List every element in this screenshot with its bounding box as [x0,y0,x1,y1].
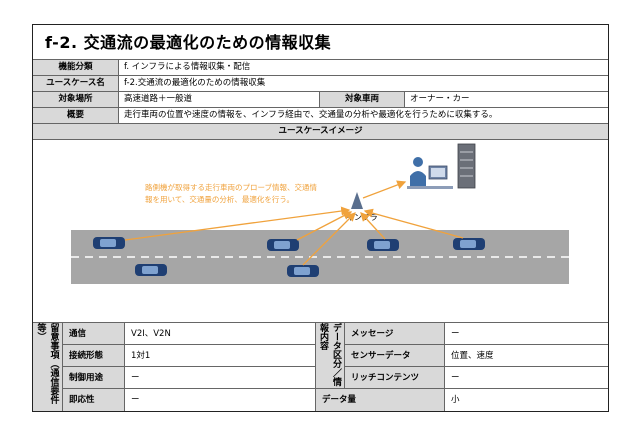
sensor-label: センサーデータ [345,345,445,367]
row-summary: 概要 走行車両の位置や速度の情報を、インフラ経由で、交通量の分析や最適化を行うた… [33,108,608,124]
rich-label: リッチコンテンツ [345,367,445,389]
conn-label: 接続形態 [63,345,125,367]
usecase-sheet: f-2. 交通流の最適化のための情報収集 機能分類 f. インフラによる情報収集… [32,24,609,412]
immediacy-value: ー [131,395,140,405]
server-icon [457,143,476,189]
usecase-image: インフラ 路側機が取得する走行車両のプローブ情報、交通情 報を用いて、交通量の分… [33,140,608,323]
row-category: 機能分類 f. インフラによる情報収集・配信 [33,60,608,76]
row-image-header: ユースケースイメージ [33,124,608,140]
volume-value: 小 [451,395,460,405]
message-label: メッセージ [345,323,445,345]
probe-arrows [124,180,464,266]
message-value: ー [445,323,608,345]
comm-label: 通信 [63,323,125,345]
summary-value: 走行車両の位置や速度の情報を、インフラ経由で、交通量の分析や最適化を行うために収… [124,110,498,120]
usecase-illustration: インフラ 路側機が取得する走行車両のプローブ情報、交通情 報を用いて、交通量の分… [71,143,569,284]
page-title: f-2. 交通流の最適化のための情報収集 [33,25,608,60]
control-value: ー [125,367,315,389]
image-header: ユースケースイメージ [33,124,608,139]
antenna-icon [351,192,363,209]
comm-value: V2I、V2N [125,323,315,345]
conn-value: 1対1 [125,345,315,367]
rich-value: ー [445,367,608,389]
car-icon [367,239,399,251]
location-label: 対象場所 [33,92,119,107]
car-icon [135,264,167,276]
callout-line-1: 路側機が取得する走行車両のプローブ情報、交通情 [145,182,318,192]
callout-line-2: 報を用いて、交通量の分析、最適化を行う。 [145,194,294,204]
notes-side-label: 留意事項（通信要件等） [33,323,63,411]
location-value: 高速道路＋一般道 [124,94,193,104]
summary-label: 概要 [33,108,119,123]
vehicle-label: 対象車両 [319,92,405,107]
data-side-label: データ区分／情報内容 [315,323,345,389]
category-value: f. インフラによる情報収集・配信 [124,62,251,72]
immediacy-label: 即応性 [63,389,125,411]
car-icon [267,239,299,251]
volume-label: データ量 [315,389,445,411]
vehicle-value: オーナー・カー [410,94,470,104]
car-icon [287,265,319,277]
operator-icon [407,157,453,189]
category-label: 機能分類 [33,60,119,75]
control-label: 制御用途 [63,367,125,389]
row-location: 対象場所 高速道路＋一般道 対象車両 オーナー・カー [33,92,608,108]
requirements-section: 留意事項（通信要件等） 通信 V2I、V2N 接続形態 1対1 制御用途 ー 即… [33,323,608,413]
sensor-value: 位置、速度 [445,345,608,367]
usecase-label: ユースケース名 [33,76,119,91]
car-icon [453,238,485,250]
car-icon [93,237,125,249]
usecase-value: f-2.交通流の最適化のための情報収集 [124,78,266,88]
row-usecase: ユースケース名 f-2.交通流の最適化のための情報収集 [33,76,608,92]
